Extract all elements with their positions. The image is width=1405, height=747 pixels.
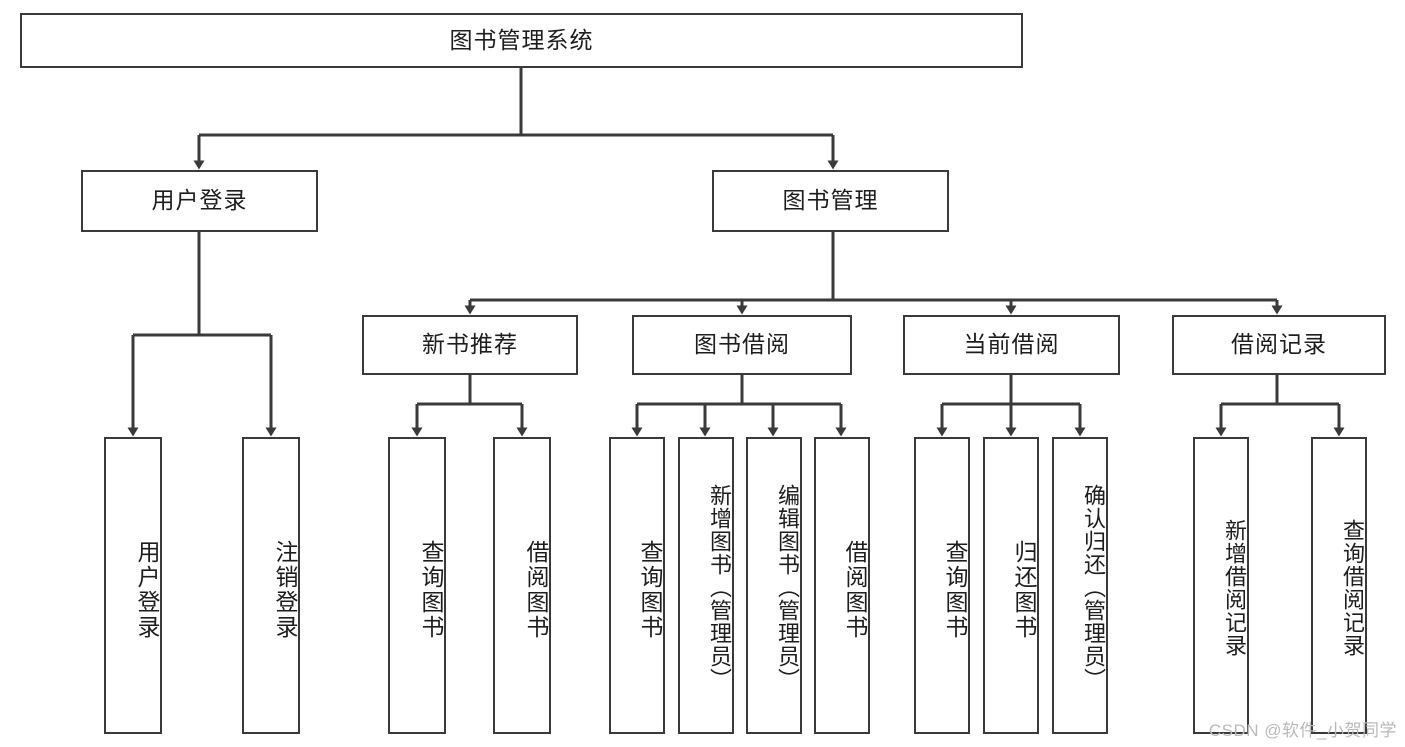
leaf-bb-add-book[interactable]: 新增图书（管理员） <box>678 437 734 734</box>
node-user-login-label: 用户登录 <box>151 187 248 214</box>
leaf-nb-borrow-book[interactable]: 借阅图书 <box>493 437 551 734</box>
leaf-logout[interactable]: 注销登录 <box>242 437 300 734</box>
leaf-bb-query-book[interactable]: 查询图书 <box>609 437 665 734</box>
leaf-bb-edit-book[interactable]: 编辑图书（管理员） <box>746 437 802 734</box>
node-book-manage-label: 图书管理 <box>782 187 879 214</box>
leaf-br-add-record-label: 新增借阅记录 <box>1222 518 1247 657</box>
leaf-cb-query-book-label: 查询图书 <box>942 539 968 640</box>
node-new-book-recommend[interactable]: 新书推荐 <box>362 315 578 375</box>
leaf-bb-borrow-book[interactable]: 借阅图书 <box>814 437 870 734</box>
leaf-nb-borrow-book-label: 借阅图书 <box>523 539 549 640</box>
node-current-borrow[interactable]: 当前借阅 <box>903 315 1120 375</box>
node-book-borrow[interactable]: 图书借阅 <box>632 315 852 375</box>
node-user-login[interactable]: 用户登录 <box>81 170 318 232</box>
leaf-br-add-record[interactable]: 新增借阅记录 <box>1193 437 1249 734</box>
leaf-br-query-record[interactable]: 查询借阅记录 <box>1311 437 1367 734</box>
leaf-cb-query-book[interactable]: 查询图书 <box>914 437 970 734</box>
node-borrow-record[interactable]: 借阅记录 <box>1172 315 1386 375</box>
node-book-manage[interactable]: 图书管理 <box>712 170 949 232</box>
leaf-cb-return-book-label: 归还图书 <box>1011 539 1037 640</box>
leaf-cb-confirm-return-label: 确认归还（管理员） <box>1081 484 1106 691</box>
leaf-nb-query-book-label: 查询图书 <box>418 539 444 640</box>
watermark: CSDN @软件_小贺同学 <box>1208 721 1397 740</box>
node-borrow-record-label: 借阅记录 <box>1231 331 1327 358</box>
leaf-cb-confirm-return[interactable]: 确认归还（管理员） <box>1052 437 1108 734</box>
leaf-nb-query-book[interactable]: 查询图书 <box>388 437 446 734</box>
node-book-borrow-label: 图书借阅 <box>694 331 790 358</box>
node-root-label: 图书管理系统 <box>449 26 594 53</box>
leaf-bb-add-book-label: 新增图书（管理员） <box>707 484 732 691</box>
node-new-book-recommend-label: 新书推荐 <box>422 331 518 358</box>
node-root[interactable]: 图书管理系统 <box>20 13 1023 68</box>
leaf-user-login[interactable]: 用户登录 <box>104 437 162 734</box>
leaf-bb-borrow-book-label: 借阅图书 <box>842 539 868 640</box>
leaf-br-query-record-label: 查询借阅记录 <box>1340 518 1365 657</box>
leaf-cb-return-book[interactable]: 归还图书 <box>983 437 1039 734</box>
node-current-borrow-label: 当前借阅 <box>963 331 1060 358</box>
leaf-user-login-label: 用户登录 <box>134 539 160 640</box>
leaf-logout-label: 注销登录 <box>272 539 298 640</box>
leaf-bb-edit-book-label: 编辑图书（管理员） <box>775 484 800 691</box>
leaf-bb-query-book-label: 查询图书 <box>637 539 663 640</box>
